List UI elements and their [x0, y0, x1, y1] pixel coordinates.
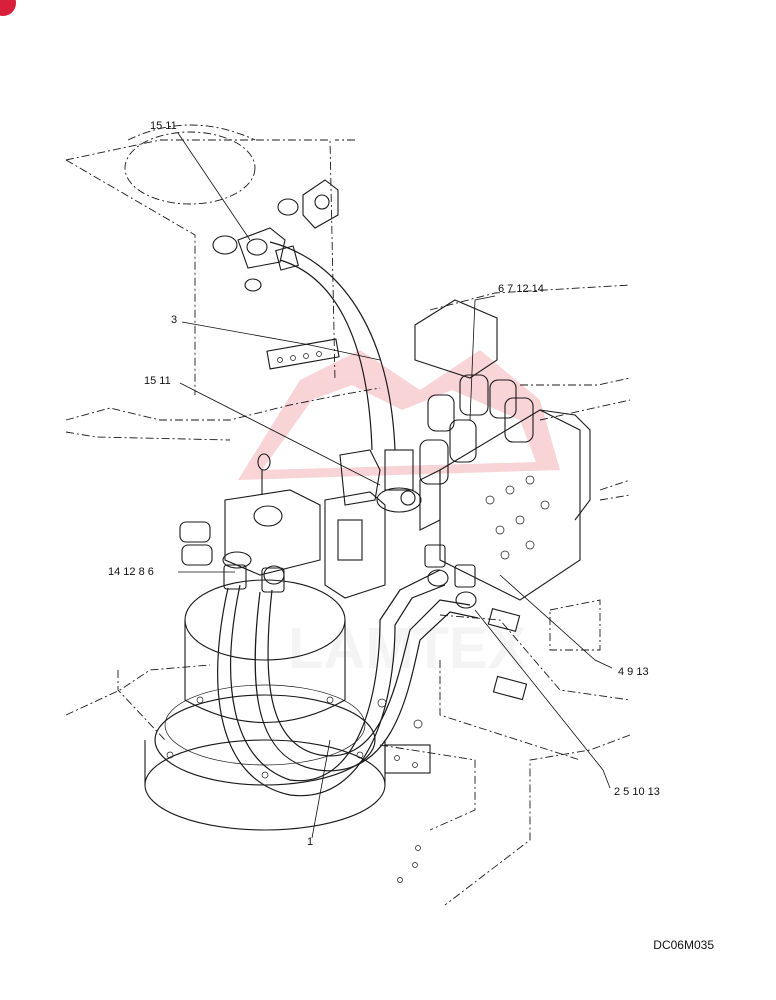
upper-hose — [237, 227, 422, 513]
watermark-text: LAMTEX — [288, 616, 527, 681]
callout-1: 1 — [307, 836, 313, 848]
drawing-code: DC06M035 — [653, 938, 714, 952]
callout-14-12-8-6: 14 12 8 6 — [108, 566, 154, 578]
callout-2-5-10-13: 2 5 10 13 — [614, 786, 660, 798]
mounting-plate-bolts — [212, 179, 340, 370]
callout-4-9-13: 4 9 13 — [618, 666, 649, 678]
callout-labels: 15 11 6 7 12 14 3 15 11 14 12 8 6 4 9 13… — [108, 120, 660, 848]
callout-6-7-12-14: 6 7 12 14 — [498, 283, 544, 295]
leader-lines — [177, 132, 613, 839]
watermark: LAMTEX — [238, 350, 560, 681]
base-platform — [65, 479, 631, 906]
callout-15-11-upper: 15 11 — [150, 120, 177, 132]
callout-3: 3 — [171, 314, 177, 326]
control-valve — [324, 299, 591, 601]
upper-frame — [65, 124, 631, 441]
callout-15-11-middle: 15 11 — [144, 375, 171, 387]
corner-badge — [0, 0, 16, 16]
lower-hoses — [217, 544, 479, 797]
